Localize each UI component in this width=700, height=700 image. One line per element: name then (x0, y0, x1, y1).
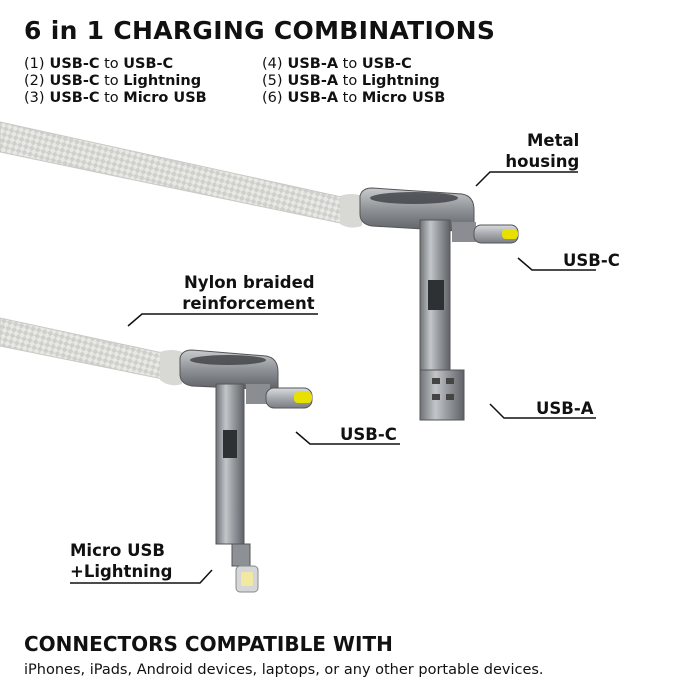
bottom-connector-head (179, 349, 313, 593)
combination-item: (6)USB-A to Micro USB (262, 90, 446, 106)
top-connector-head (359, 187, 519, 421)
combination-item: (2)USB-C to Lightning (24, 73, 202, 89)
usb-c-tip-accent (502, 229, 518, 239)
footer-title: CONNECTORS COMPATIBLE WITH (24, 632, 393, 656)
bottom-cable (0, 317, 182, 386)
label-usb-a: USB-A (536, 399, 594, 418)
top-cable (0, 121, 362, 228)
label-micro-usb-lightning: Micro USB +Lightning (70, 541, 173, 581)
page-title: 6 in 1 CHARGING COMBINATIONS (24, 16, 496, 45)
footer-text: iPhones, iPads, Android devices, laptops… (24, 662, 544, 678)
combination-item: (3)USB-C to Micro USB (24, 90, 207, 106)
combinations-right: (4)USB-A to USB-C (5)USB-A to Lightning … (262, 56, 445, 107)
label-nylon-braided: Nylon braided reinforcement (182, 273, 315, 313)
combination-item: (1)USB-C to USB-C (24, 56, 174, 72)
usb-a-plug (419, 369, 465, 421)
combinations-left: (1)USB-C to USB-C (2)USB-C to Lightning … (24, 56, 207, 107)
cable-collar (340, 194, 362, 228)
combination-item: (5)USB-A to Lightning (262, 73, 440, 89)
callout-lines (70, 171, 596, 584)
label-metal-housing: Metal housing (505, 131, 580, 171)
label-usb-c-top: USB-C (563, 251, 620, 270)
combination-item: (4)USB-A to USB-C (262, 56, 412, 72)
label-usb-c-bottom: USB-C (340, 425, 397, 444)
